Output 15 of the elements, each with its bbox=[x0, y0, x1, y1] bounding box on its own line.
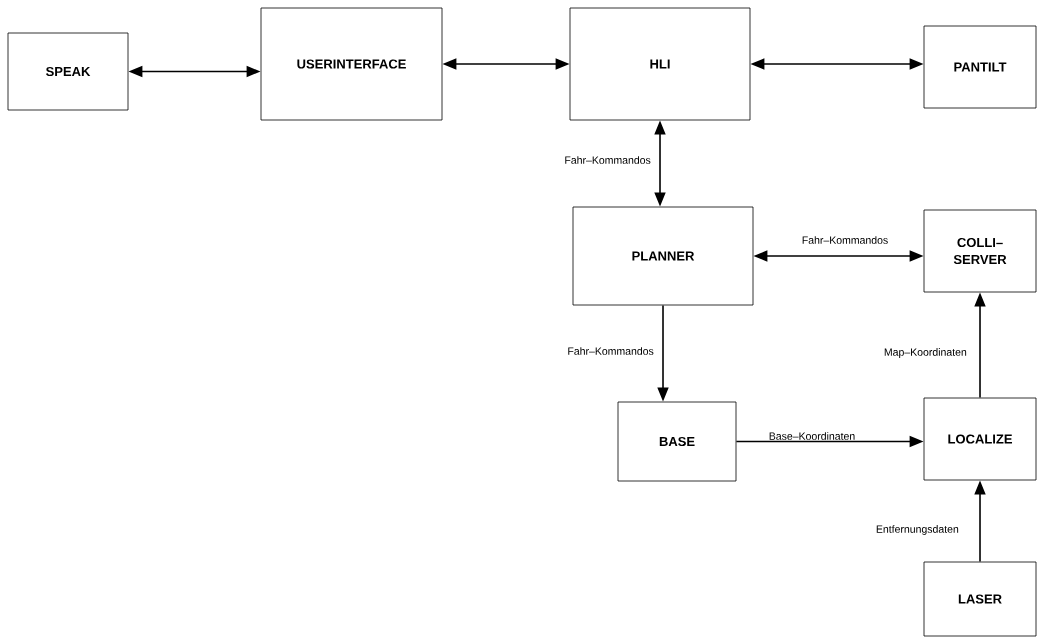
process-box: PLANNER bbox=[572, 206, 754, 306]
process-box: HLI bbox=[569, 7, 751, 121]
process-box: COLLI– SERVER bbox=[923, 209, 1037, 293]
edge-label: Fahr–Kommandos bbox=[568, 347, 654, 355]
process-box: LOCALIZE bbox=[923, 397, 1037, 481]
process-box: BASE bbox=[617, 401, 737, 482]
process-box: LASER bbox=[923, 561, 1037, 637]
edge-label: Fahr–Kommandos bbox=[802, 236, 888, 244]
edge-label: Entfernungsdaten bbox=[876, 525, 959, 535]
process-box: SPEAK bbox=[7, 32, 129, 111]
process-box: PANTILT bbox=[923, 25, 1037, 109]
edge-label: Fahr–Kommandos bbox=[565, 156, 651, 164]
process-box: USERINTERFACE bbox=[260, 7, 443, 121]
edge-label: Base–Koordinaten bbox=[769, 432, 855, 440]
edge-label: Map–Koordinaten bbox=[884, 348, 967, 358]
